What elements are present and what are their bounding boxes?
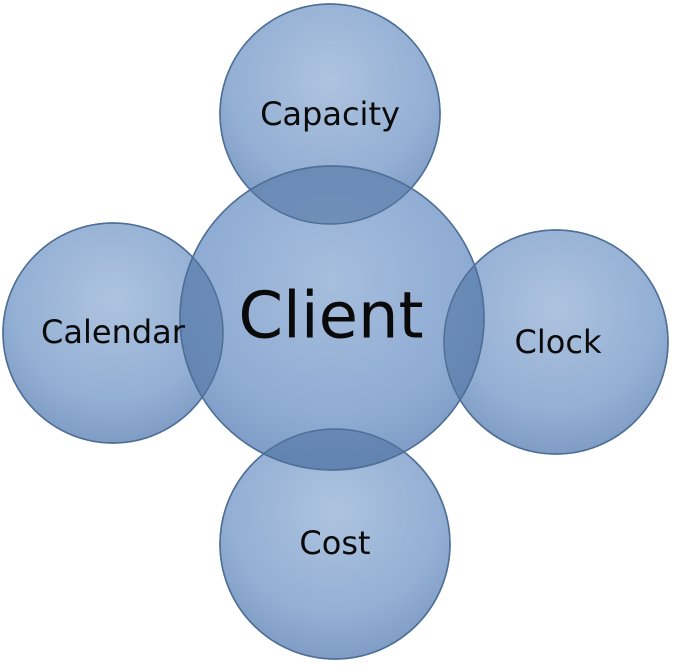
node-left-label: Calendar (41, 313, 186, 351)
node-center-label: Client (238, 280, 423, 354)
node-right-label: Clock (515, 323, 602, 361)
node-bottom-label: Cost (299, 524, 370, 562)
circle-outlines (2, 3, 669, 660)
node-top-label: Capacity (260, 95, 400, 133)
